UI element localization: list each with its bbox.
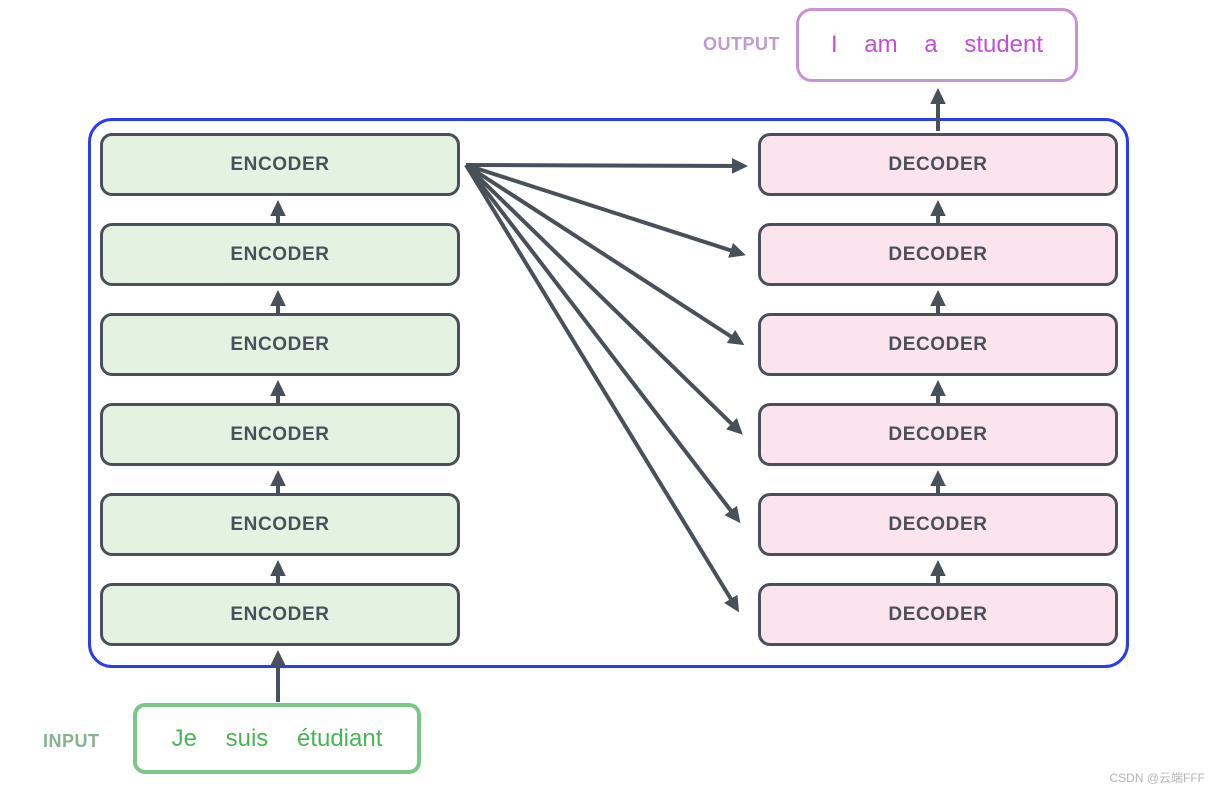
input-label: INPUT — [43, 731, 100, 751]
encoder-block-3: ENCODER — [100, 313, 460, 376]
encoder-block-2: ENCODER — [100, 223, 460, 286]
decoder-label: DECODER — [888, 333, 988, 355]
encoder-label: ENCODER — [230, 153, 330, 175]
decoder-label: DECODER — [888, 243, 988, 265]
watermark: CSDN @云端FFF — [1109, 771, 1205, 785]
encoder-label: ENCODER — [230, 423, 330, 445]
encoder-label: ENCODER — [230, 603, 330, 625]
decoder-label: DECODER — [888, 423, 988, 445]
encoder-label: ENCODER — [230, 243, 330, 265]
encoder-block-1: ENCODER — [100, 133, 460, 196]
decoder-label: DECODER — [888, 513, 988, 535]
input-sentence: Je suis étudiant — [171, 724, 383, 752]
output-sentence: I am a student — [830, 31, 1044, 58]
output-label: OUTPUT — [703, 34, 780, 54]
encoder-block-4: ENCODER — [100, 403, 460, 466]
encoder-block-5: ENCODER — [100, 493, 460, 556]
decoder-block-2: DECODER — [758, 223, 1118, 286]
encoder-block-6: ENCODER — [100, 583, 460, 646]
decoder-label: DECODER — [888, 153, 988, 175]
decoder-label: DECODER — [888, 603, 988, 625]
decoder-block-5: DECODER — [758, 493, 1118, 556]
input-sentence-box: Je suis étudiant — [133, 703, 421, 774]
decoder-block-1: DECODER — [758, 133, 1118, 196]
decoder-block-3: DECODER — [758, 313, 1118, 376]
encoder-label: ENCODER — [230, 333, 330, 355]
encoder-label: ENCODER — [230, 513, 330, 535]
decoder-block-4: DECODER — [758, 403, 1118, 466]
decoder-block-6: DECODER — [758, 583, 1118, 646]
output-sentence-box: I am a student — [796, 8, 1078, 82]
